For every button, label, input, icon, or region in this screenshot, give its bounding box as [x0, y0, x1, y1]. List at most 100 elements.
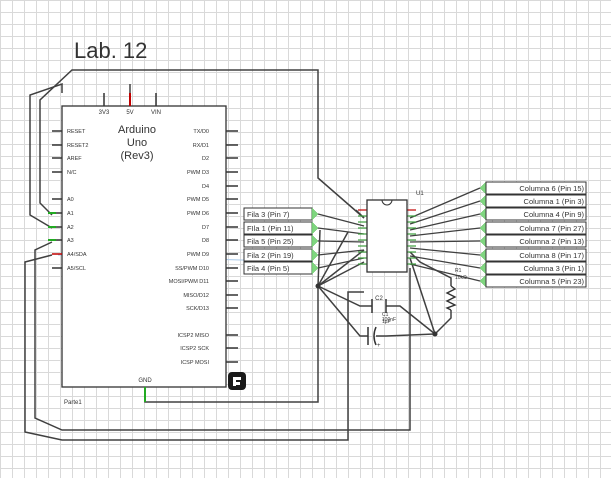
column-wires — [409, 187, 481, 282]
chip-notch — [381, 199, 393, 206]
right-pin-label-4: D4 — [202, 184, 209, 190]
row-label-2: Fila 5 (Pin 25) — [247, 237, 294, 246]
col-connector-box-2 — [485, 207, 587, 221]
part-label: Parte1 — [64, 400, 82, 406]
row-wires — [317, 213, 365, 269]
col-connector-box-4 — [485, 234, 587, 248]
wire-a3-loop — [34, 241, 411, 431]
chip-body — [366, 199, 408, 273]
left-pin-label-5: A1 — [67, 211, 74, 217]
board-name-line2: Uno — [127, 137, 147, 149]
right-pin-label-8: D8 — [202, 238, 209, 244]
wire-chip-to-node-right — [409, 257, 436, 335]
column-label-4: Columna 2 (Pin 13) — [519, 237, 584, 246]
r1-value: 10kΩ — [455, 275, 467, 281]
right-pin-label-2: D2 — [202, 156, 209, 162]
left-pin-label-9: A5/SCL — [67, 266, 86, 272]
row-label-1: FIla 1 (Pin 11) — [247, 224, 294, 233]
left-pin-label-3: N/C — [67, 170, 77, 176]
row-wire-1 — [317, 213, 365, 227]
right-pin-label-15: ICSP2 SCK — [180, 346, 209, 352]
column-label-3: Columna 7 (Pin 27) — [519, 224, 584, 233]
left-pin-label-1: RESET2 — [67, 143, 88, 149]
junction-right — [432, 331, 438, 337]
row-connector-arrow-0 — [311, 207, 319, 221]
right-pin-label-5: PWM D5 — [187, 197, 209, 203]
column-label-0: Columna 6 (Pin 15) — [519, 184, 584, 193]
board-name-line3: (Rev3) — [120, 150, 153, 162]
right-pin-label-14: ICSP2 MISO — [178, 333, 210, 339]
resistor-r1: R1 10kΩ — [445, 268, 467, 311]
col-connector-box-7 — [485, 274, 587, 288]
col-wire-7 — [409, 255, 481, 269]
col-connector-arrow-7 — [479, 274, 487, 288]
wire-cap-top — [317, 285, 372, 307]
col-connector-arrow-0 — [479, 181, 487, 195]
row-wire-4 — [317, 249, 365, 256]
fritzing-logo — [228, 372, 246, 390]
pin-3v3: 3V3 — [99, 110, 110, 116]
right-pin-label-0: TX/D0 — [193, 129, 209, 135]
row-connector-arrow-1 — [311, 221, 319, 235]
col-connector-arrow-5 — [479, 248, 487, 262]
arduino-body — [61, 105, 227, 388]
left-pin-label-6: A2 — [67, 225, 74, 231]
c2-value: 100nF — [382, 317, 396, 323]
left-pin-label-7: A3 — [67, 238, 74, 244]
wire-a2-loop — [29, 82, 63, 229]
left-pin-label-8: A4/SDA — [67, 252, 87, 258]
arduino-top-pins: 3V3 5V VIN — [99, 93, 161, 116]
pin-5v: 5V — [126, 110, 133, 116]
diagram-title: Lab. 12 — [74, 38, 147, 63]
col-connector-arrow-1 — [479, 194, 487, 208]
col-connector-box-0 — [485, 181, 587, 195]
row-connector-arrow-4 — [311, 261, 319, 275]
pin-gnd: GND — [138, 378, 152, 384]
wires — [24, 69, 452, 441]
row-label-4: Fila 4 (Pin 5) — [247, 264, 290, 273]
col-wire-3 — [409, 213, 481, 231]
column-label-7: Columna 5 (Pin 23) — [519, 277, 584, 286]
c1-plus: + — [377, 343, 381, 349]
col-connector-arrow-3 — [479, 221, 487, 235]
right-pin-label-7: D7 — [202, 225, 209, 231]
right-pin-label-10: SS/PWM D10 — [175, 266, 209, 272]
junctions — [315, 283, 438, 337]
row-wire-5 — [317, 257, 365, 269]
right-pin-label-9: PWM D9 — [187, 252, 209, 258]
column-connectors: Columna 6 (Pin 15)Columna 1 (Pin 3)Colum… — [479, 181, 587, 288]
col-wire-1 — [409, 187, 481, 219]
col-connector-box-5 — [485, 248, 587, 262]
chip-label: U1 — [416, 191, 424, 197]
col-wire-6 — [409, 247, 481, 256]
c2-name: C2 — [375, 296, 383, 302]
wire-cap-bottom — [317, 285, 368, 337]
wire-r1-bottom — [434, 310, 452, 335]
col-connector-arrow-4 — [479, 234, 487, 248]
row-wire-3 — [317, 240, 365, 243]
row-label-0: Fila 3 (Pin 7) — [247, 210, 290, 219]
row-wire-2 — [317, 227, 365, 235]
right-pin-label-1: RX/D1 — [193, 143, 209, 149]
wire-a1-loop — [39, 69, 365, 219]
column-label-2: Columna 4 (Pin 9) — [524, 210, 585, 219]
c1-name: C1 — [382, 312, 389, 318]
wire-a4-loop — [24, 254, 364, 441]
c1-value: 1µF — [382, 319, 391, 325]
board-name-line1: Arduino — [118, 124, 156, 136]
row-connector-arrow-3 — [311, 248, 319, 262]
right-pin-label-16: ICSP MOSI — [181, 360, 210, 366]
right-pin-label-3: PWM D3 — [187, 170, 209, 176]
junction-gnd — [315, 283, 321, 289]
wire-gnd-node-right — [385, 305, 438, 337]
wire-node-to-chip — [317, 249, 365, 287]
col-connector-box-1 — [485, 194, 587, 208]
right-pin-label-11: MOSI/PWM D11 — [169, 279, 209, 285]
right-pin-label-6: PWM D6 — [187, 211, 209, 217]
right-pin-label-13: SCK/D13 — [186, 306, 209, 312]
col-wire-4 — [409, 227, 481, 237]
col-wire-5 — [409, 240, 481, 243]
row-label-3: Fila 2 (Pin 19) — [247, 251, 294, 260]
